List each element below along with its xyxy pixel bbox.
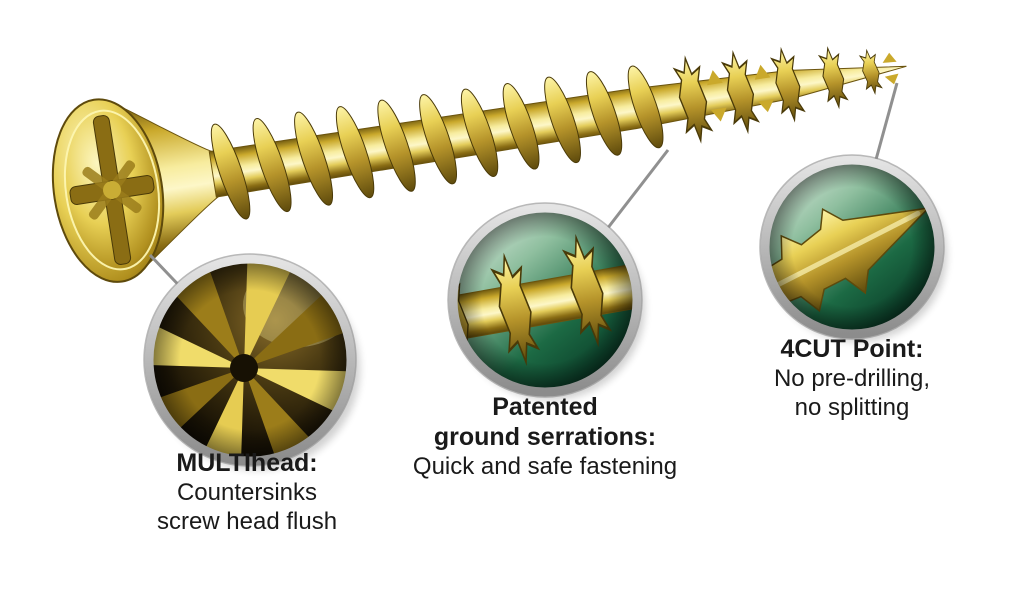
multihead-detail-view [153,263,347,457]
multihead-title: MULTIhead: [176,449,318,477]
multihead-line-2: screw head flush [156,508,338,535]
serrations-callout-circle [447,202,645,400]
serrations-line-1: Quick and safe fastening [412,453,678,480]
point-line-1: No pre-drilling, [773,365,931,392]
point-callout-circle [759,154,947,342]
serrations-circle-ring [448,203,642,397]
point-title: 4CUT Point: [780,335,924,363]
serration-nubs [706,52,899,122]
multihead-line-1: Countersinks [176,479,318,506]
point-circle-ring [760,155,944,339]
point-caption: 4CUT Point: No pre-drilling, no splittin… [702,334,1002,422]
point-line-2: no splitting [794,394,910,421]
pozidriv-recess [69,115,155,265]
serrations-detail-view [457,212,633,388]
screw [51,45,907,283]
thread-flights [210,65,664,220]
point-detail-view [769,164,935,330]
serrations-title-2: ground serrations: [433,423,657,451]
screw-head [51,98,165,283]
serrations-caption: Patented ground serrations: Quick and sa… [385,392,705,481]
serrations-title-1: Patented [492,393,598,421]
multihead-caption: MULTIhead: Countersinks screw head flush [97,448,397,536]
multihead-circle-ring [144,254,356,466]
multihead-callout-circle [143,253,360,470]
serrated-flights [672,45,899,145]
